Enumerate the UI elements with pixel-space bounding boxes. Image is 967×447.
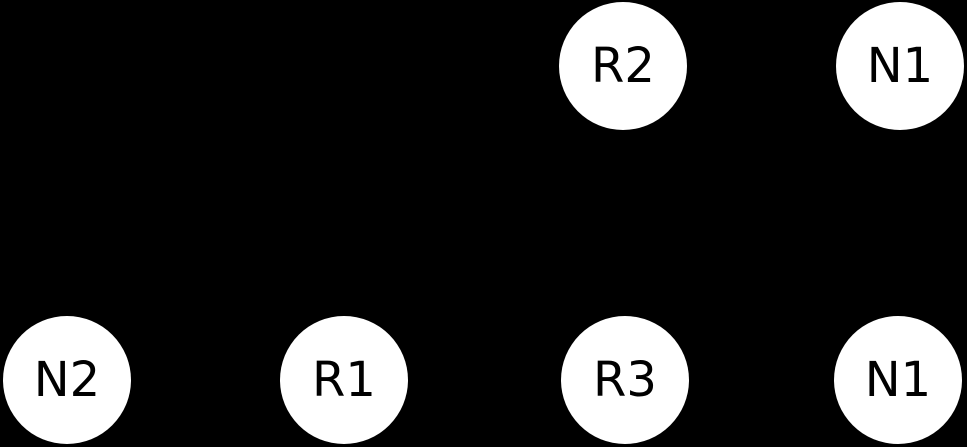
node-r2: R2: [559, 2, 687, 130]
node-label: N2: [33, 352, 101, 408]
node-n1-bottom: N1: [834, 316, 962, 444]
node-label: R3: [593, 352, 657, 408]
node-label: R1: [312, 352, 376, 408]
node-r3: R3: [561, 316, 689, 444]
node-label: R2: [591, 38, 655, 94]
node-n1-top: N1: [836, 2, 964, 130]
node-r1: R1: [280, 316, 408, 444]
node-label: N1: [866, 38, 934, 94]
node-label: N1: [864, 352, 932, 408]
node-n2: N2: [3, 316, 131, 444]
